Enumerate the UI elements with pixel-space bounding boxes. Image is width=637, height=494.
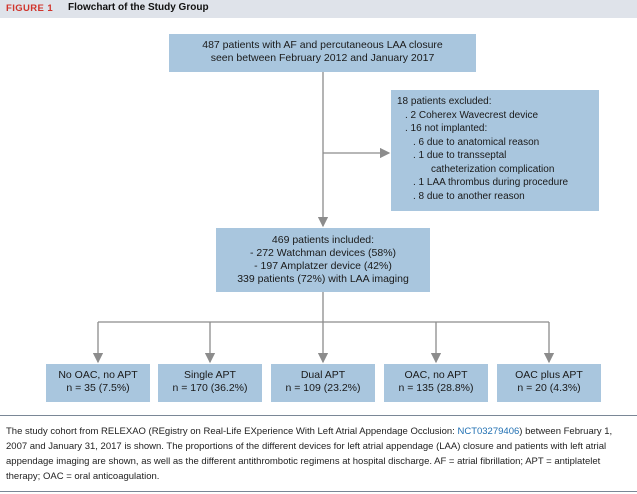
group-label: No OAC, no APT [58, 369, 138, 381]
caption-separator-top [0, 415, 637, 416]
group-box-oac-plus-apt: OAC plus APT n = 20 (4.3%) [497, 364, 601, 402]
group-count: n = 170 (36.2%) [172, 382, 248, 394]
group-count: n = 109 (23.2%) [285, 382, 361, 394]
excluded-subitem-continued: catheterization complication [431, 163, 555, 175]
excluded-patients-box: 18 patients excluded: . 2 Coherex Wavecr… [391, 90, 599, 211]
included-laa-imaging: 339 patients (72%) with LAA imaging [237, 273, 409, 285]
included-device-watchman: - 272 Watchman devices (58%) [249, 247, 397, 259]
total-patients-line2: seen between February 2012 and January 2… [210, 52, 435, 64]
total-patients-line1: 487 patients with AF and percutaneous LA… [202, 39, 443, 51]
caption-text-part2: ) between February 1, 2007 and January 3… [6, 426, 613, 482]
excluded-item: . 16 not implanted: [405, 123, 488, 134]
trial-registry-link[interactable]: NCT03279406 [457, 426, 520, 437]
group-count: n = 135 (28.8%) [398, 382, 474, 394]
figure-label: FIGURE 1 [6, 3, 54, 14]
group-box-oac-no-apt: OAC, no APT n = 135 (28.8%) [384, 364, 488, 402]
excluded-title: 18 patients excluded: [397, 96, 492, 107]
figure-header: FIGURE 1 Flowchart of the Study Group [0, 0, 637, 18]
group-box-single-apt: Single APT n = 170 (36.2%) [158, 364, 262, 402]
excluded-subitem: . 8 due to another reason [413, 190, 525, 202]
included-patients-box: 469 patients included: - 272 Watchman de… [216, 228, 430, 292]
group-count: n = 35 (7.5%) [66, 382, 130, 394]
group-count: n = 20 (4.3%) [517, 382, 581, 394]
group-box-dual-apt: Dual APT n = 109 (23.2%) [271, 364, 375, 402]
included-device-amplatzer: - 197 Amplatzer device (42%) [254, 260, 392, 272]
group-label: OAC plus APT [515, 369, 583, 381]
excluded-subitem: . 1 LAA thrombus during procedure [413, 177, 569, 188]
excluded-subitem: . 1 due to transseptal [413, 150, 507, 161]
caption-text-part1: The study cohort from RELEXAO (REgistry … [6, 426, 458, 437]
group-box-no-oac-no-apt: No OAC, no APT n = 35 (7.5%) [46, 364, 150, 402]
total-patients-box: 487 patients with AF and percutaneous LA… [169, 34, 476, 72]
group-label: Dual APT [300, 369, 346, 381]
group-label: Single APT [184, 369, 236, 381]
figure-caption: The study cohort from RELEXAO (REgistry … [6, 424, 631, 484]
excluded-subitem: . 6 due to anatomical reason [413, 136, 540, 148]
figure-title: Flowchart of the Study Group [68, 2, 209, 13]
caption-separator-bottom [0, 491, 637, 492]
excluded-item: . 2 Coherex Wavecrest device [405, 109, 539, 121]
flowchart-connectors [92, 72, 555, 364]
group-label: OAC, no APT [404, 369, 468, 381]
included-title: 469 patients included: [271, 234, 375, 246]
